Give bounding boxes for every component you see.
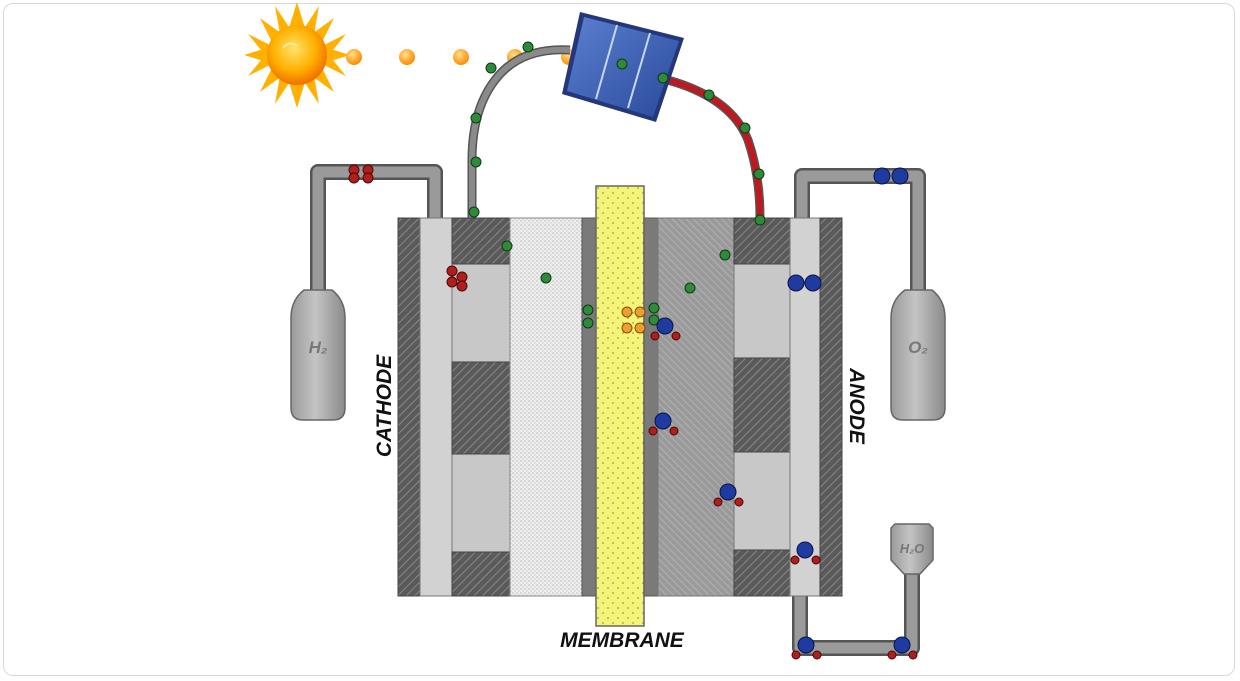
o2-tank: O₂ (890, 289, 946, 421)
cathode-endplate (397, 217, 421, 597)
cathode-catalyst-layer (581, 217, 597, 597)
membrane-label: MEMBRANE (560, 629, 685, 652)
water-molecule (887, 636, 918, 660)
membrane (595, 185, 645, 627)
anode-catalyst-layer (643, 217, 659, 597)
wire-negative (467, 45, 571, 218)
h2-gas-pipe (310, 164, 443, 300)
water-molecule (648, 412, 679, 436)
o2-gas-pipe (794, 168, 926, 300)
wire-positive (658, 73, 765, 219)
water-molecule (791, 636, 822, 660)
sun-icon (244, 2, 350, 108)
h2-tank: H₂ (290, 289, 346, 421)
water-inlet-label: H₂O (900, 541, 924, 556)
anode-endplate (819, 217, 843, 597)
anode-diffusion-layer (657, 217, 735, 597)
water-molecule (713, 483, 744, 507)
h2-tank-label: H₂ (309, 338, 328, 357)
electrons (468, 41, 766, 329)
anode-label: ANODE (845, 367, 868, 445)
water-molecules (648, 317, 918, 660)
electrolyzer-cell (397, 185, 843, 627)
water-molecule (650, 317, 681, 341)
cathode-label: CATHODE (373, 354, 396, 457)
cathode-gas-channel (419, 217, 453, 597)
oxygen-molecules (787, 167, 909, 292)
hydrogen-molecules (348, 164, 468, 292)
protons (621, 306, 646, 334)
water-inlet-funnel: H₂O (890, 523, 934, 575)
water-molecule (790, 541, 821, 565)
water-inlet-pipe (792, 570, 920, 656)
o2-tank-label: O₂ (908, 338, 928, 357)
